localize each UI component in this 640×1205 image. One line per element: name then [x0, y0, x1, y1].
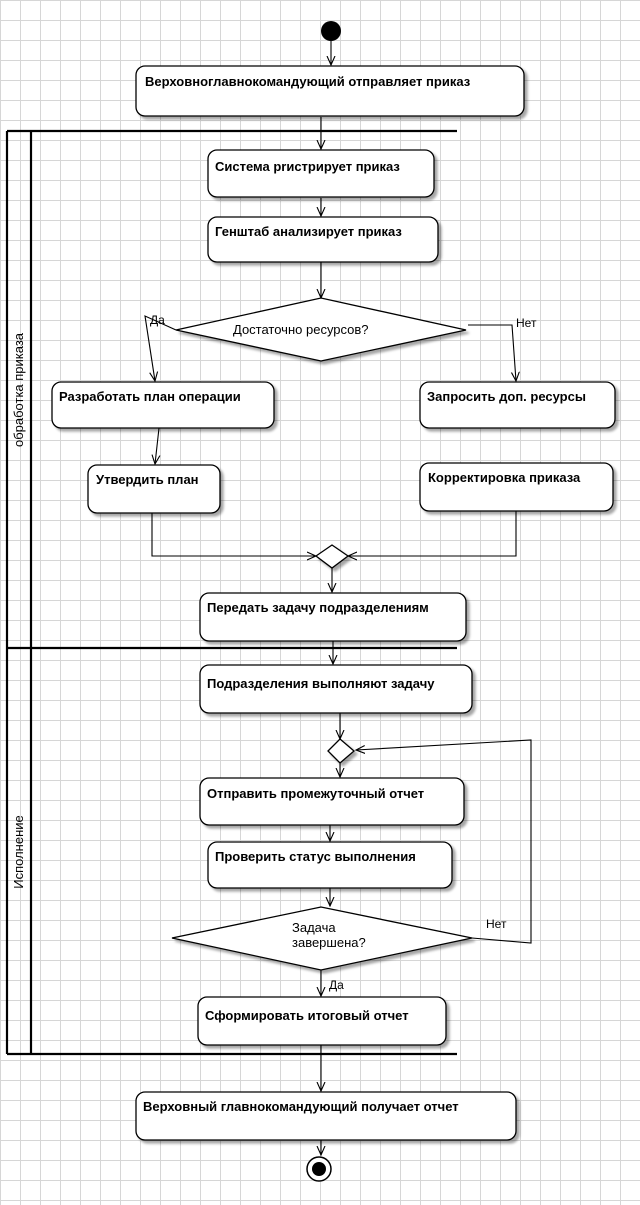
action-send-order: Верховноглавнокомандующий отправляет при…	[135, 65, 525, 117]
decision-resources: Достаточно ресурсов?	[175, 297, 467, 362]
action-units-execute-label: Подразделения выполняют задачу	[207, 676, 435, 691]
action-develop-plan: Разработать план операции	[51, 381, 275, 429]
action-send-interim-report-label: Отправить промежуточный отчет	[207, 786, 424, 801]
action-correct-order-label: Корректировка приказа	[428, 470, 581, 485]
lane-label-processing: обработка приказа	[11, 332, 26, 447]
decision-task-done: Задача завершена?	[171, 906, 473, 971]
edge-label-no-2: Нет	[486, 917, 507, 931]
edge-label-yes-2: Да	[329, 978, 344, 992]
start-node	[321, 21, 341, 41]
action-develop-plan-label: Разработать план операции	[59, 389, 241, 404]
action-analyze-order: Генштаб анализирует приказ	[207, 216, 439, 263]
edge-label-no-1: Нет	[516, 316, 537, 330]
action-request-resources: Запросить доп. ресурсы	[419, 381, 616, 429]
action-register-order: Система рrистрирует приказ	[207, 149, 435, 198]
end-node	[306, 1156, 332, 1182]
action-units-execute: Подразделения выполняют задачу	[199, 664, 473, 714]
merge-diamond-1	[314, 544, 350, 569]
action-analyze-order-label: Генштаб анализирует приказ	[215, 224, 402, 239]
merge-diamond-2	[327, 738, 355, 764]
lane-label-execution: Исполнение	[11, 815, 26, 889]
action-register-order-label: Система рrистрирует приказ	[215, 159, 400, 174]
action-transfer-task-label: Передать задачу подразделениям	[207, 600, 429, 615]
decision-task-done-label-2: завершена?	[292, 935, 366, 950]
action-request-resources-label: Запросить доп. ресурсы	[427, 389, 586, 404]
action-approve-plan-label: Утвердить план	[96, 472, 199, 487]
edges	[144, 41, 532, 1155]
decision-task-done-label-1: Задача	[292, 920, 336, 935]
action-send-interim-report: Отправить промежуточный отчет	[199, 777, 465, 826]
action-approve-plan: Утвердить план	[87, 464, 221, 514]
action-receive-report: Верховный главнокомандующий получает отч…	[135, 1091, 517, 1141]
swimlanes: обработка приказа Исполнение	[5, 129, 457, 1056]
decision-resources-label: Достаточно ресурсов?	[233, 322, 369, 337]
edge-label-yes-1: Да	[150, 313, 165, 327]
action-correct-order: Корректировка приказа	[419, 462, 614, 512]
action-send-order-label: Верховноглавнокомандующий отправляет при…	[145, 74, 471, 89]
action-transfer-task: Передать задачу подразделениям	[199, 592, 467, 642]
action-check-status: Проверить статус выполнения	[207, 841, 453, 889]
action-check-status-label: Проверить статус выполнения	[215, 849, 416, 864]
action-final-report-label: Сформировать итоговый отчет	[205, 1008, 409, 1023]
action-receive-report-label: Верховный главнокомандующий получает отч…	[143, 1099, 459, 1114]
action-final-report: Сформировать итоговый отчет	[197, 996, 447, 1046]
